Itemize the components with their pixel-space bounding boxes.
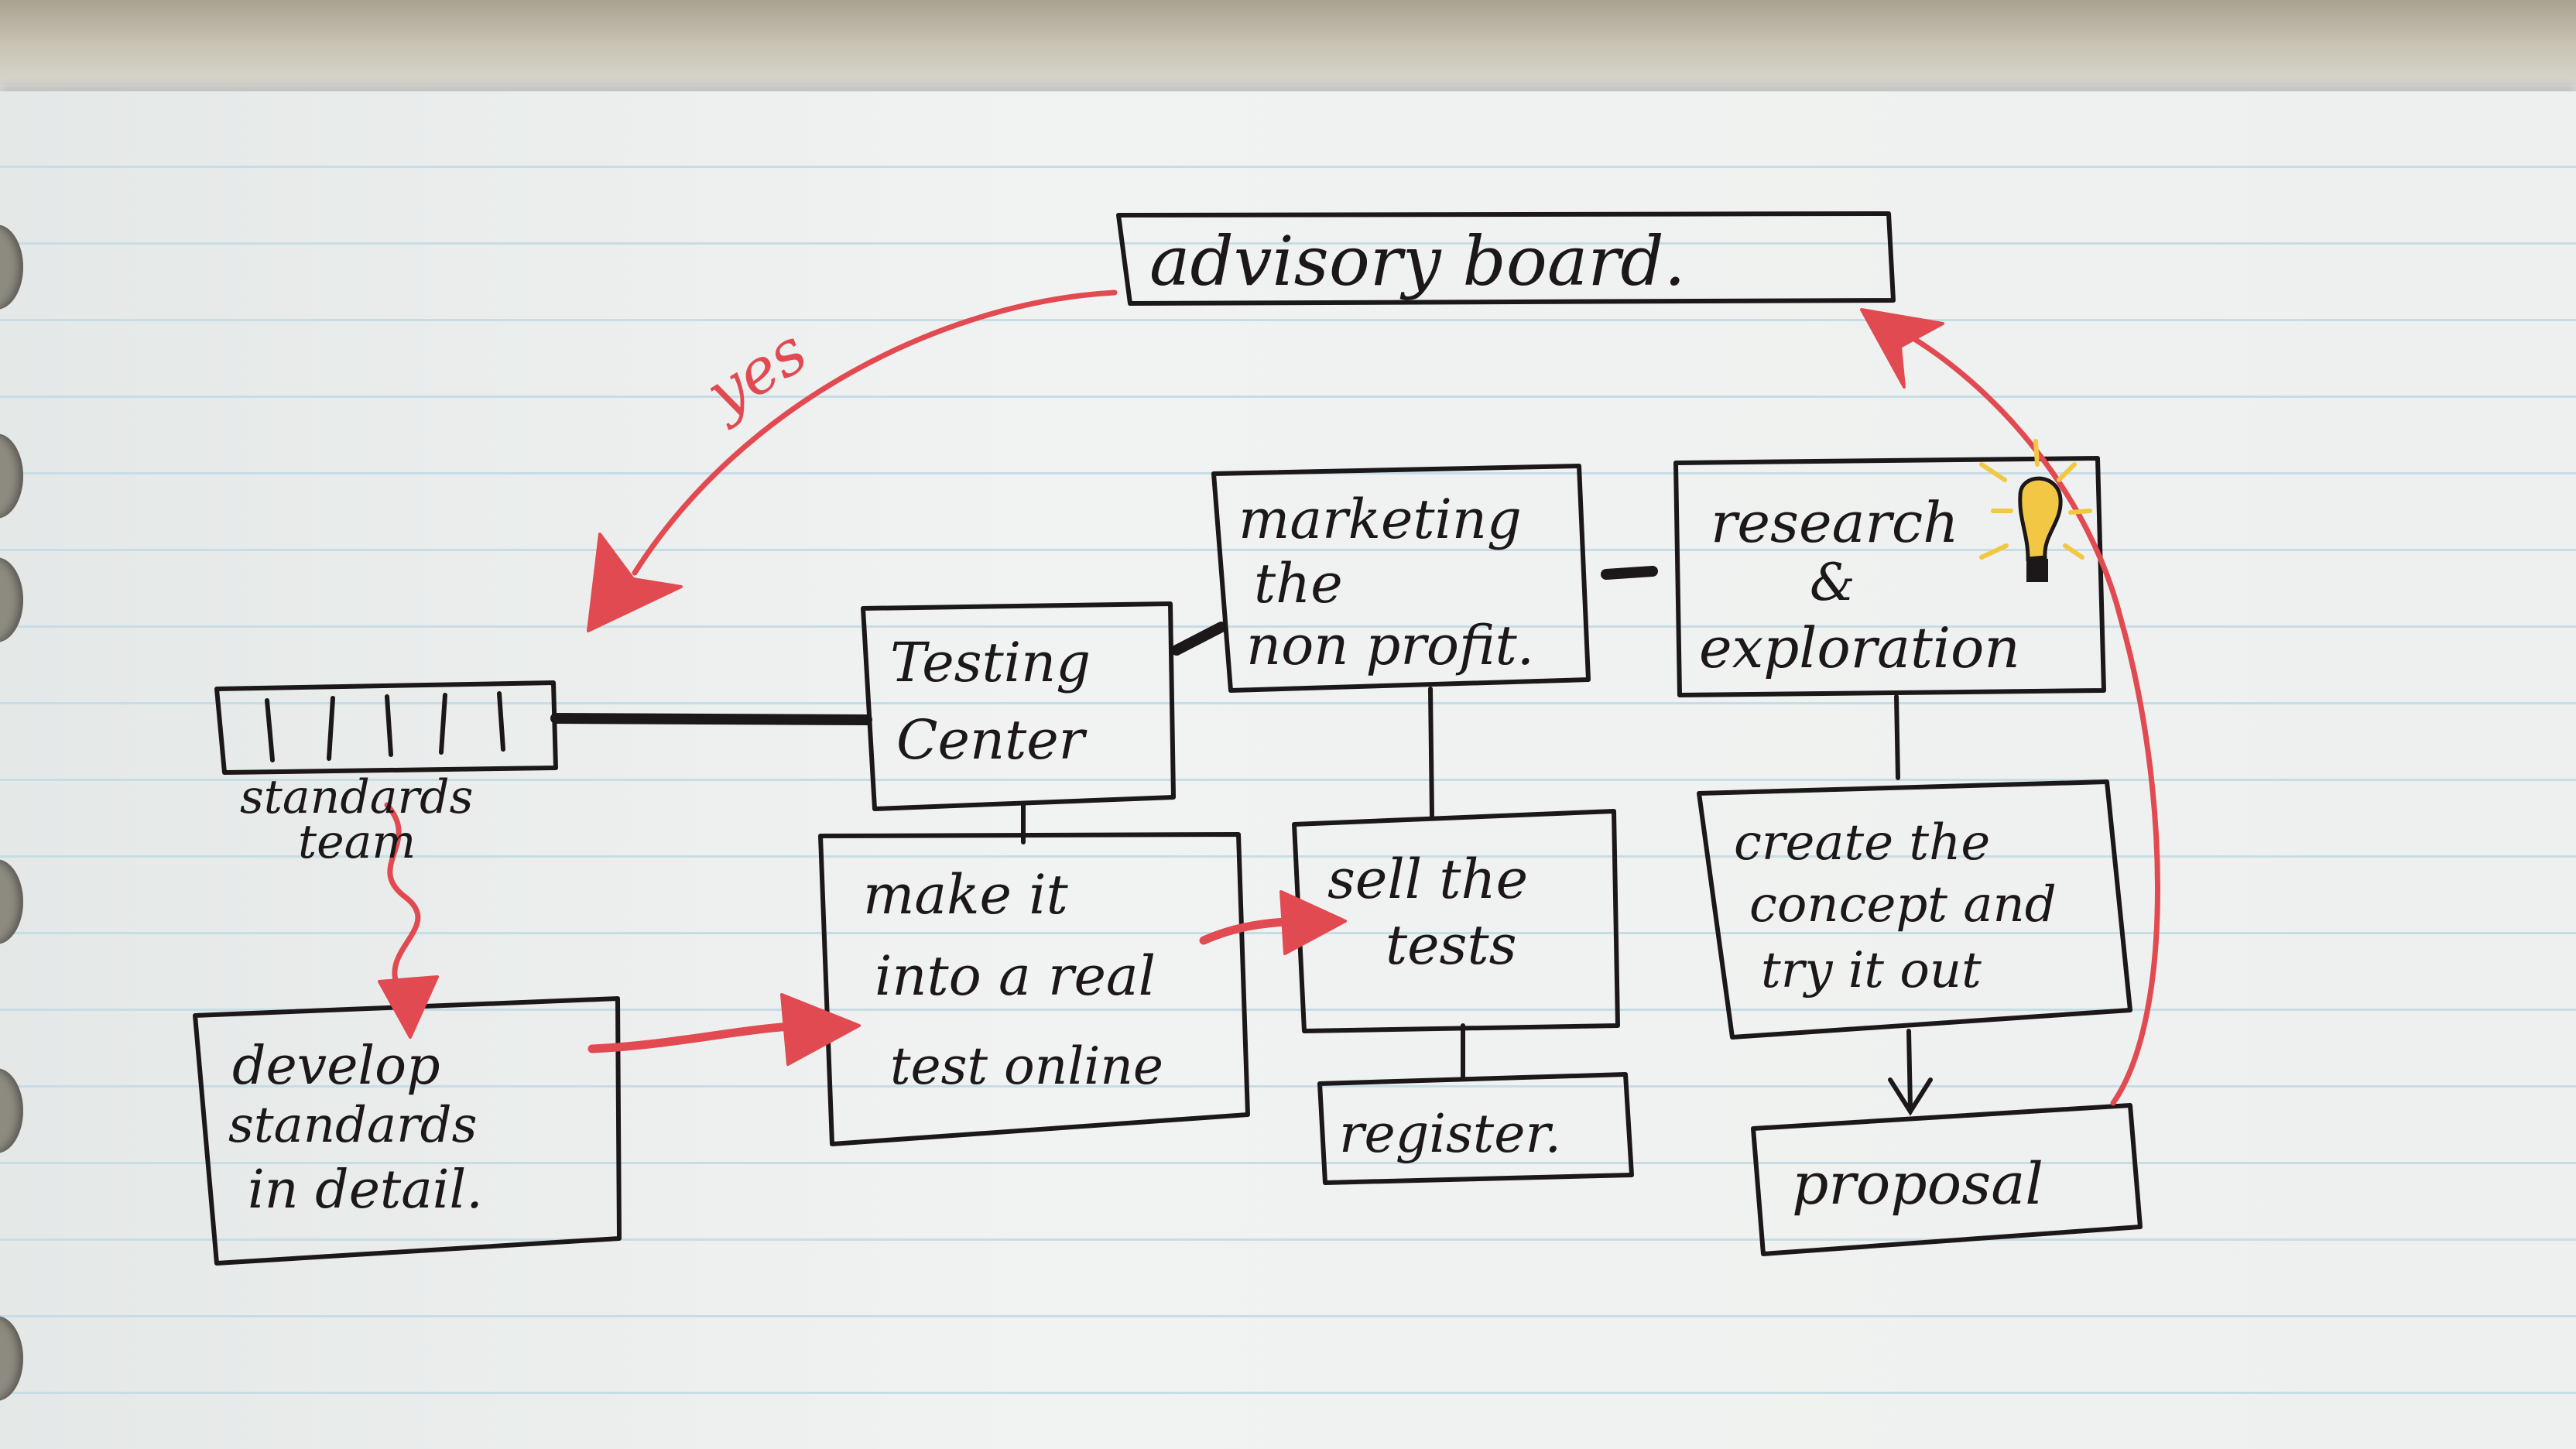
label-sell-line2: tests	[1386, 913, 1517, 977]
label-proposal: proposal	[1792, 1151, 2043, 1218]
arrow-head	[587, 533, 683, 632]
label-develop-line3: in detail.	[248, 1160, 483, 1221]
arrow-develop-to-make	[587, 1021, 806, 1053]
arrow-head	[1860, 308, 1944, 389]
label-research-line3: exploration	[1699, 615, 2020, 680]
edge-create-to-proposal	[1888, 1029, 1933, 1116]
arrow-proposal-to-advisory	[1901, 330, 2160, 1106]
label-make-line2: into a real	[875, 944, 1156, 1008]
box-sell-tests	[1292, 809, 1620, 1033]
arrow-head	[780, 993, 861, 1066]
label-register: register.	[1339, 1104, 1561, 1165]
label-create-line1: create the	[1734, 814, 1990, 872]
box-create-concept	[1697, 779, 2132, 1040]
label-research-line2: &	[1810, 553, 1855, 612]
edge-testing-to-marketing	[1171, 622, 1227, 656]
label-make-line1: make it	[863, 863, 1069, 927]
box-research	[1673, 456, 2106, 697]
label-testing-line2: Center	[896, 708, 1088, 772]
arrow-head	[1279, 890, 1347, 955]
label-standards-line2: team	[298, 815, 416, 869]
label-marketing-line1: marketing	[1238, 488, 1522, 551]
edge-marketing-to-research	[1601, 566, 1658, 580]
label-create-line3: try it out	[1761, 942, 1982, 999]
box-proposal	[1751, 1103, 2143, 1256]
box-advisory-board	[1116, 211, 1896, 306]
label-marketing-line2: the	[1254, 552, 1343, 615]
label-create-line2: concept and	[1749, 876, 2057, 933]
label-make-line3: test online	[890, 1036, 1163, 1096]
arrow-standards-to-develop	[384, 802, 421, 998]
edge-marketing-to-sell	[1428, 687, 1434, 819]
label-standards-line1: standards	[240, 770, 473, 824]
standards-team-tally	[265, 691, 505, 762]
label-research-line1: research	[1711, 490, 1959, 555]
label-sell-line1: sell the	[1327, 848, 1528, 911]
lightbulb-icon	[1979, 439, 2092, 582]
label-marketing-line3: non profit.	[1246, 614, 1534, 677]
label-advisory-board: advisory board.	[1149, 221, 1686, 301]
label-testing-line1: Testing	[890, 631, 1091, 694]
box-register	[1317, 1072, 1634, 1185]
arrow-yes-advisory-to-standards	[632, 289, 1118, 576]
box-marketing	[1211, 464, 1591, 693]
label-yes: yes	[691, 314, 819, 431]
box-testing-center	[861, 601, 1176, 811]
edge-research-to-create	[1894, 694, 1900, 780]
arrow-head	[378, 975, 439, 1039]
edge-testing-to-standards	[550, 713, 872, 725]
label-develop-line1: develop	[232, 1036, 440, 1097]
label-develop-line2: standards	[228, 1097, 477, 1154]
box-develop-standards	[193, 996, 622, 1266]
box-standards-team	[214, 680, 558, 775]
